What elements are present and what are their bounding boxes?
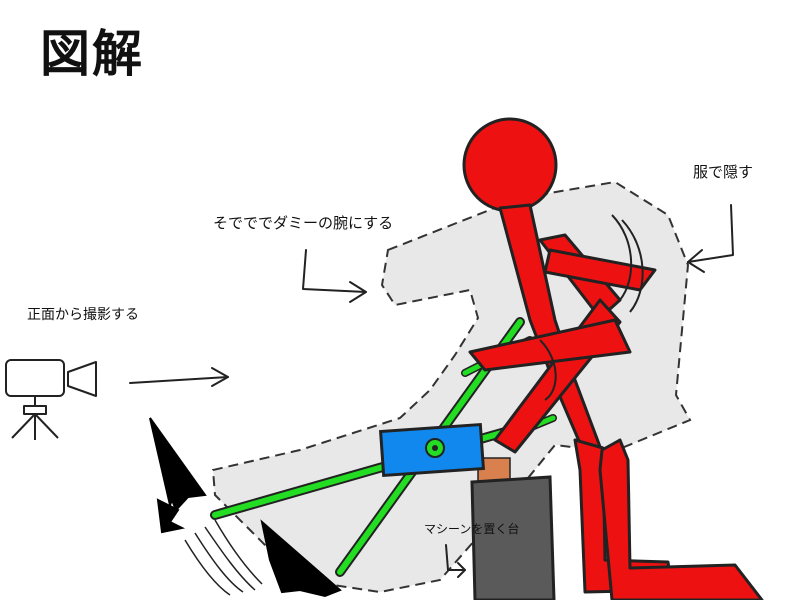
cloth-silhouette (211, 180, 692, 594)
arrow-hide (687, 204, 734, 263)
blue-joint (378, 422, 486, 478)
black-spikes (149, 417, 342, 598)
arrows (129, 204, 734, 578)
video-camera-icon (5, 359, 97, 440)
label-machine-stand: マシーンを置く台 (424, 522, 520, 536)
swoosh-lines (184, 519, 263, 596)
label-dummy-arm: そでででダミーの腕にする (213, 214, 394, 232)
label-shoot-front: 正面から撮影する (27, 307, 139, 323)
machine-stand (470, 475, 556, 600)
arrow-stand (445, 544, 466, 571)
arrow-camera-to-figure (129, 376, 229, 384)
motion-lines (539, 214, 644, 401)
label-hide-clothes: 服で隠す (693, 163, 754, 181)
page-title: 図解 (40, 25, 144, 83)
arrow-sleeve (302, 249, 367, 293)
